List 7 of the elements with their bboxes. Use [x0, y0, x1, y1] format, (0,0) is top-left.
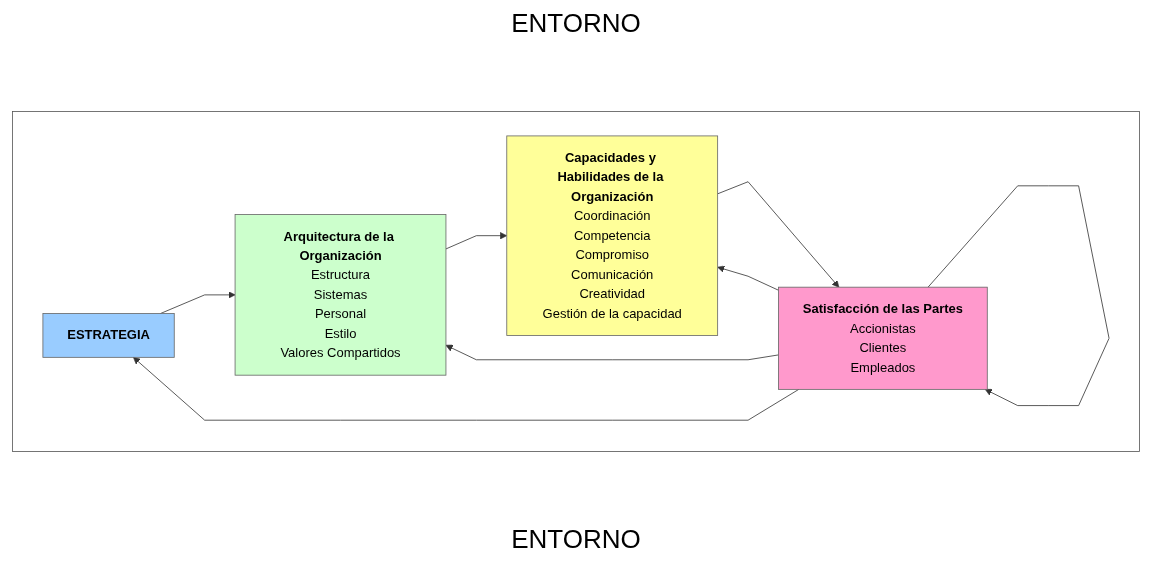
node-box: Capacidades y Habilidades de la Organización Coordinación Competencia Compromiso Comunicación Creatividad Gestión de la capacidad: [506, 135, 719, 336]
node-box: ESTRATEGIA: [42, 313, 175, 358]
node-box: Arquitectura de la Organización Estructura Sistemas Personal Estilo Valores Compartidos: [234, 214, 447, 376]
context-label: ENTORNO: [511, 524, 641, 555]
context-label: ENTORNO: [511, 8, 641, 39]
cluster: [12, 111, 1140, 452]
node-box: Satisfacción de las Partes Accionistas Clientes Empleados: [778, 286, 988, 390]
